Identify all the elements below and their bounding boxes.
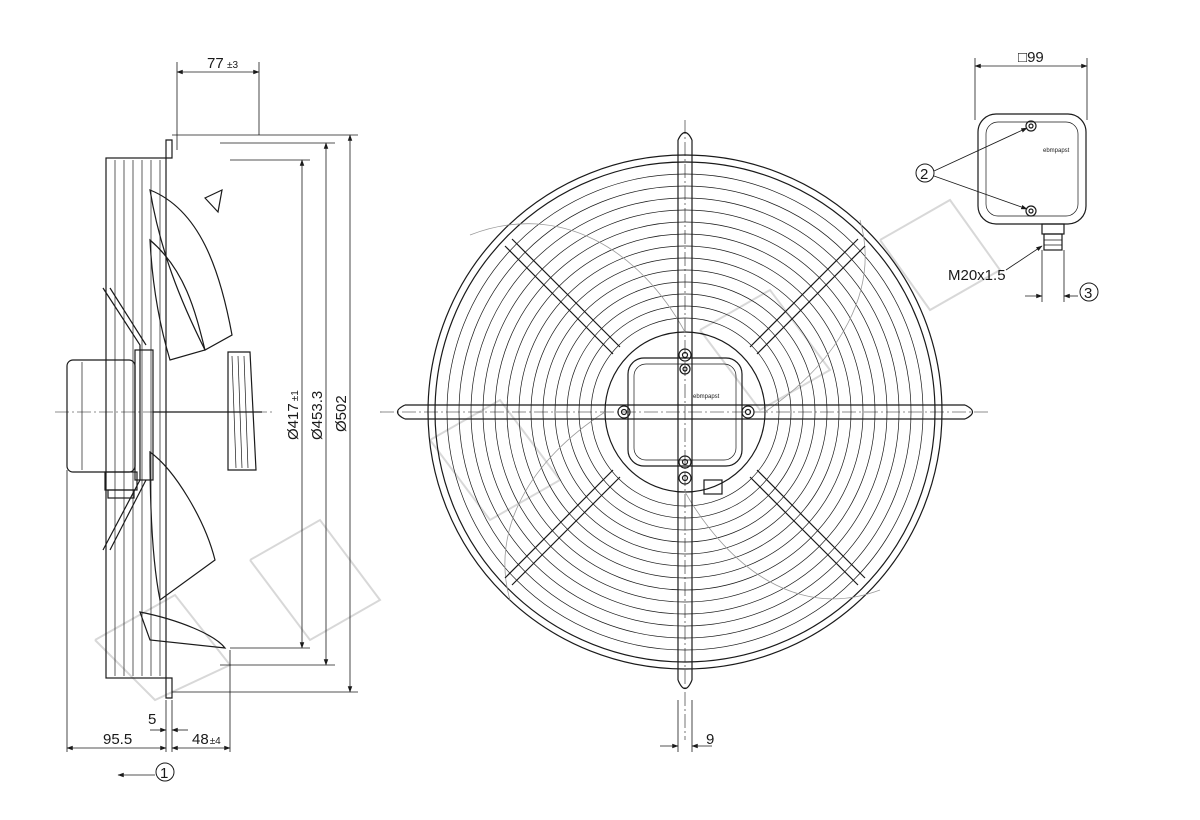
- callout-1-circle: [155, 762, 175, 782]
- box-brand-label: ebmpapst: [1043, 148, 1070, 154]
- callout-3: 3: [1084, 285, 1092, 302]
- dim-77-tol: ±3: [227, 60, 238, 71]
- side-view: [55, 139, 275, 699]
- dim-48: 48±4: [192, 731, 221, 748]
- dim-95-5: 95.5: [103, 731, 132, 748]
- screw-icon: [617, 348, 755, 485]
- dim-dia-502: Ø502: [333, 395, 350, 432]
- callout-2: 2: [920, 166, 928, 183]
- gland-thread-label: M20x1.5: [948, 267, 1006, 284]
- callout-3-circle: [1079, 282, 1099, 302]
- front-view: ebmpapst 9: [380, 120, 990, 752]
- dim-box-99: □99: [1018, 49, 1044, 66]
- dim-5: 5: [148, 711, 156, 728]
- callout-1: 1: [160, 765, 168, 782]
- dim-dia-453: Ø453.3: [309, 391, 326, 440]
- callout-2-circle: [915, 163, 935, 183]
- dim-77: 77: [207, 55, 224, 72]
- dim-dia-417: Ø417±1: [285, 390, 302, 440]
- side-dimensions: 77 ±3 Ø417±1 Ø453.3 Ø502 5 95.5: [66, 55, 358, 782]
- front-brand-label: ebmpapst: [693, 394, 720, 400]
- dim-9: 9: [706, 731, 714, 748]
- terminal-box-detail: □99 ebmpapst 2 M20x1.5 3: [915, 49, 1099, 302]
